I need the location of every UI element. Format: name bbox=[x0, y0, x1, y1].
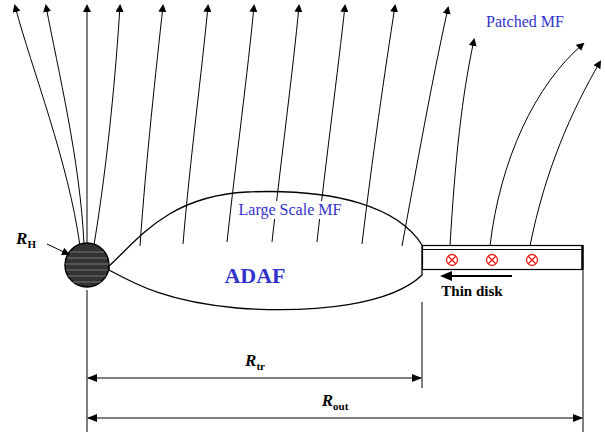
adaf-outline bbox=[109, 191, 422, 309]
thin-disk: Thin disk bbox=[422, 243, 585, 305]
inflow-arrow bbox=[440, 271, 512, 281]
dimension-lines bbox=[47, 244, 583, 432]
current-symbol bbox=[527, 255, 538, 266]
current-symbol bbox=[447, 255, 458, 266]
field-label: Large Scale MF bbox=[237, 201, 344, 219]
dimension-label: Rtr bbox=[243, 352, 267, 372]
node-text: Thin disk bbox=[441, 283, 502, 300]
field-label: Patched MF bbox=[484, 13, 566, 31]
radius-label: RH bbox=[14, 230, 38, 250]
dimension-label: Rout bbox=[320, 392, 351, 412]
node-text: ADAF bbox=[224, 264, 285, 288]
black-hole bbox=[65, 243, 109, 287]
magnetic-field-lines bbox=[15, 6, 448, 246]
current-symbol bbox=[487, 255, 498, 266]
patched-field-lines bbox=[450, 40, 600, 246]
thin-disk-outline bbox=[423, 245, 583, 270]
